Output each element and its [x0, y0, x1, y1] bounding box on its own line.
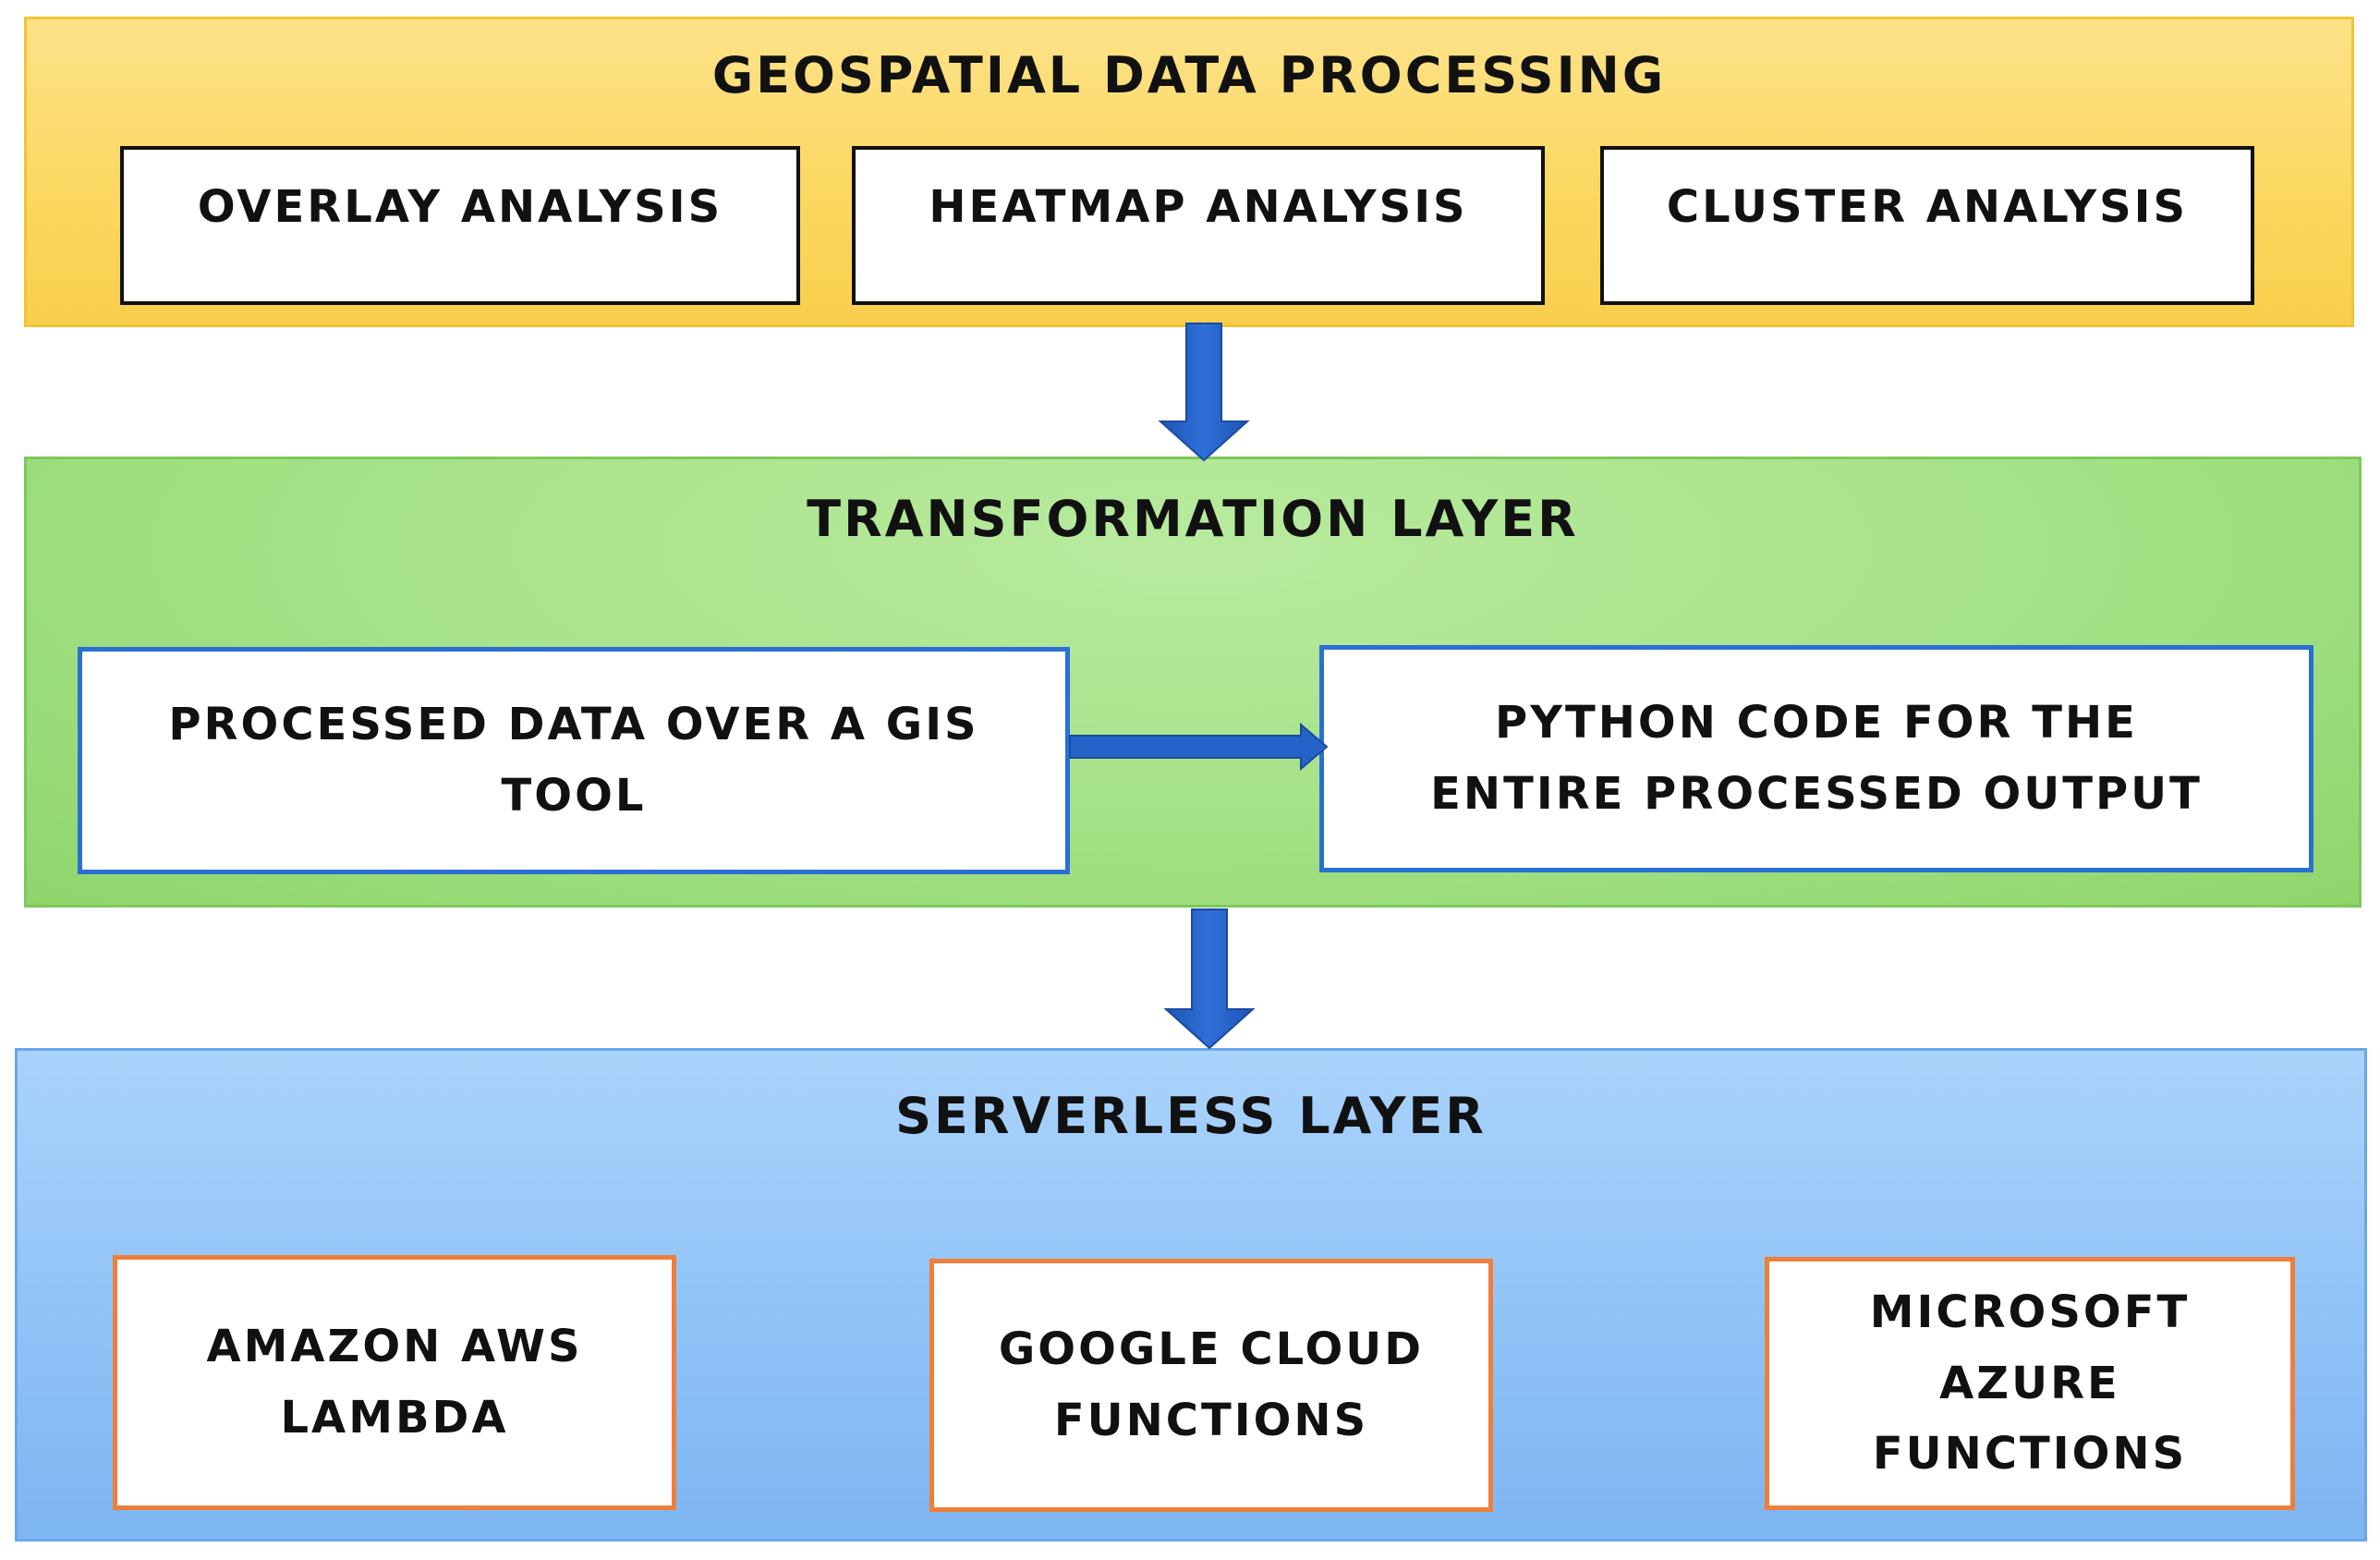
processed-data-gis-box: PROCESSED DATA OVER A GIS TOOL: [78, 647, 1070, 874]
cluster-analysis-label: CLUSTER ANALYSIS: [1666, 181, 2189, 233]
geospatial-layer-title: GEOSPATIAL DATA PROCESSING: [711, 46, 1667, 104]
python-code-output-label: PYTHON CODE FOR THE ENTIRE PROCESSED OUT…: [1430, 697, 2203, 820]
transformation-layer-title: TRANSFORMATION LAYER: [807, 490, 1579, 548]
azure-functions-box: MICROSOFT AZURE FUNCTIONS: [1765, 1257, 2295, 1510]
overlay-analysis-box: OVERLAY ANALYSIS: [120, 146, 800, 305]
heatmap-analysis-label: HEATMAP ANALYSIS: [929, 181, 1468, 233]
aws-lambda-label: AMAZON AWS LAMBDA: [206, 1321, 583, 1444]
azure-functions-label: MICROSOFT AZURE FUNCTIONS: [1869, 1286, 2191, 1481]
python-code-output-box: PYTHON CODE FOR THE ENTIRE PROCESSED OUT…: [1319, 645, 2313, 872]
cluster-analysis-box: CLUSTER ANALYSIS: [1600, 146, 2254, 305]
down-arrow-geo-to-transformation: [1158, 323, 1250, 462]
down-arrow-transformation-to-serverless: [1163, 908, 1256, 1050]
aws-lambda-box: AMAZON AWS LAMBDA: [113, 1255, 676, 1510]
processed-data-gis-label: PROCESSED DATA OVER A GIS TOOL: [168, 699, 979, 822]
google-cloud-functions-label: GOOGLE CLOUD FUNCTIONS: [998, 1323, 1425, 1446]
serverless-layer-title: SERVERLESS LAYER: [895, 1087, 1487, 1145]
google-cloud-functions-box: GOOGLE CLOUD FUNCTIONS: [929, 1259, 1493, 1512]
overlay-analysis-label: OVERLAY ANALYSIS: [197, 181, 723, 233]
heatmap-analysis-box: HEATMAP ANALYSIS: [852, 146, 1545, 305]
